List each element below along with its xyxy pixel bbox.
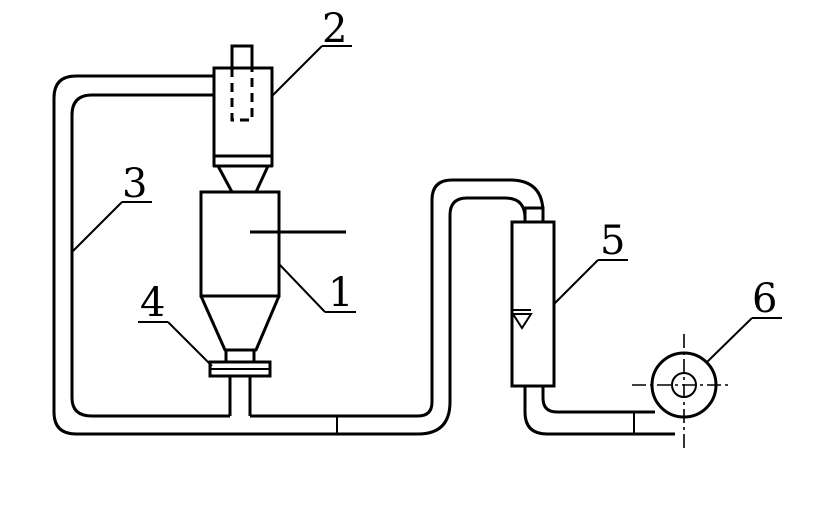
label-flowmeter: 5	[600, 218, 625, 264]
blower-pipe	[523, 386, 675, 436]
flowmeter	[510, 206, 556, 388]
label-cyclone: 2	[322, 6, 347, 52]
return-pipe	[52, 74, 230, 436]
feeder	[208, 348, 272, 378]
leader-lines	[71, 45, 782, 367]
label-return-pipe: 3	[122, 161, 147, 207]
feeder-downpipe	[228, 376, 252, 416]
dryer-chamber	[199, 190, 346, 352]
flow-indicator-icon	[511, 313, 533, 330]
label-dryer: 1	[328, 270, 353, 316]
bottom-pipe	[230, 178, 545, 436]
label-blower: 6	[752, 276, 777, 322]
label-feeder: 4	[140, 280, 165, 326]
blower	[632, 334, 732, 450]
cyclone-separator	[212, 44, 274, 193]
